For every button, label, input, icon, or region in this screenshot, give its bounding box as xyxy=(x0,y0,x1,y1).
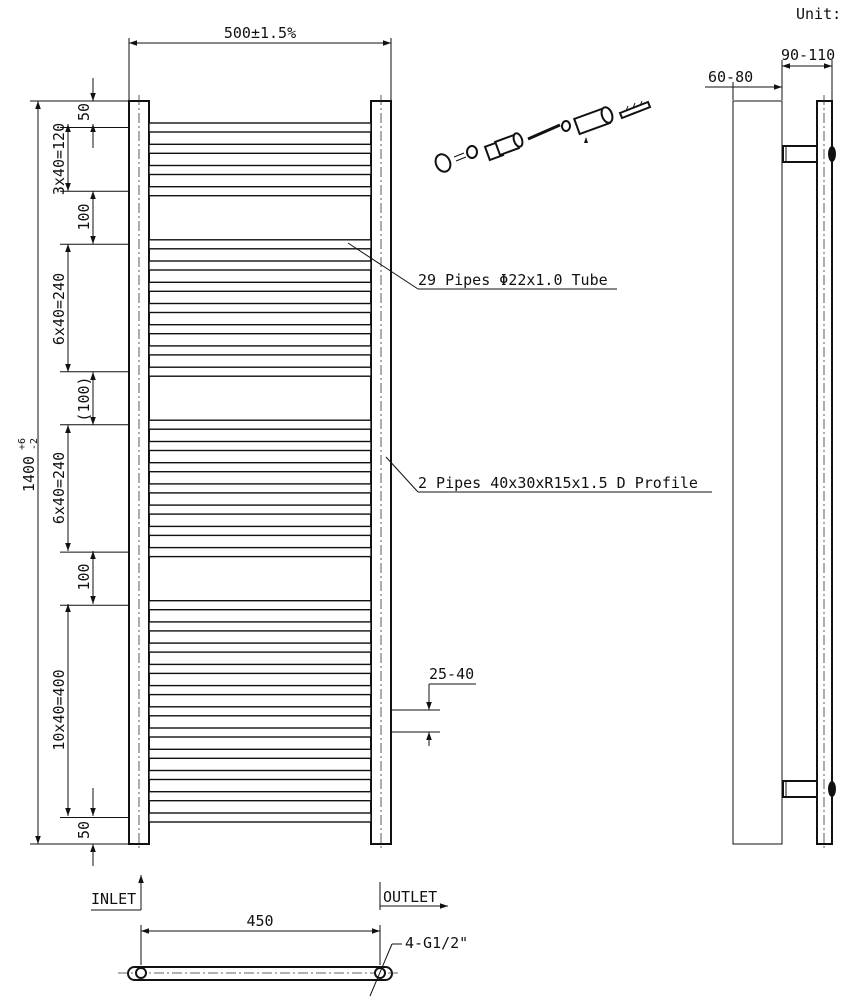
horizontal-tube xyxy=(148,419,372,430)
profile-callout: 2 Pipes 40x30xR15x1.5 D Profile xyxy=(418,474,698,492)
width-dimension: 500±1.5% xyxy=(224,24,296,42)
thread-dimension: 4-G1/2" xyxy=(405,934,468,952)
horizontal-tube xyxy=(148,525,372,537)
front-view: 500±1.5% 1400 +6 -2 50 3x40=120 100 6x40… xyxy=(17,24,712,866)
bottom-bracket xyxy=(782,780,818,798)
connection-spacing-dimension: 450 xyxy=(246,912,273,930)
horizontal-tube xyxy=(148,122,372,133)
group1-dimension: 3x40=120 xyxy=(50,123,68,195)
horizontal-tube xyxy=(148,483,372,494)
horizontal-tube xyxy=(148,345,372,356)
horizontal-tube xyxy=(148,143,372,155)
group2-dimension: 6x40=240 xyxy=(50,273,68,345)
outlet-label: OUTLET xyxy=(383,888,437,906)
top-bracket xyxy=(782,145,818,163)
bottom-view: 450 4-G1/2" xyxy=(118,912,468,997)
bracket-depth-dimension: 90-110 xyxy=(781,46,835,64)
horizontal-tube xyxy=(148,684,372,696)
height-dimension: 1400 xyxy=(20,456,38,492)
bottom-rail xyxy=(127,966,393,981)
group4-dimension: 10x40=400 xyxy=(50,669,68,750)
side-rail xyxy=(816,100,833,845)
horizontal-tube xyxy=(148,164,372,176)
horizontal-tube xyxy=(148,366,372,377)
height-tolerance-upper: +6 xyxy=(17,438,28,450)
pitch-dimension: 25-40 xyxy=(429,665,474,683)
horizontal-tube xyxy=(148,504,372,515)
horizontal-tube xyxy=(148,791,372,802)
horizontal-tube xyxy=(148,727,372,738)
horizontal-tube xyxy=(148,440,372,452)
horizontal-tube xyxy=(148,462,372,473)
tube-callout: 29 Pipes Φ22x1.0 Tube xyxy=(418,271,608,289)
wall-section xyxy=(732,100,783,845)
gap3-dimension: 100 xyxy=(75,563,93,590)
inlet-connection xyxy=(135,967,147,979)
horizontal-tube xyxy=(148,769,372,781)
horizontal-tube xyxy=(148,663,372,675)
gap2-dimension: (100) xyxy=(75,376,93,421)
flow-labels: INLET OUTLET xyxy=(91,875,448,911)
horizontal-tube xyxy=(148,302,372,314)
horizontal-tube xyxy=(148,748,372,759)
horizontal-tube xyxy=(148,621,372,632)
bottom-margin-dimension: 50 xyxy=(75,821,93,839)
horizontal-tube xyxy=(148,281,372,292)
side-view: 90-110 60-80 xyxy=(705,46,836,850)
unit-label: Unit: xyxy=(796,5,841,23)
horizontal-tube xyxy=(148,239,372,250)
wall-offset-dimension: 60-80 xyxy=(708,68,753,86)
horizontal-tube xyxy=(148,546,372,558)
horizontal-tube xyxy=(148,324,372,335)
horizontal-tube xyxy=(148,642,372,653)
horizontal-tube xyxy=(148,812,372,823)
gap1-dimension: 100 xyxy=(75,203,93,230)
height-tolerance-lower: -2 xyxy=(29,438,40,450)
horizontal-tube xyxy=(148,185,372,197)
inlet-label: INLET xyxy=(91,890,136,908)
horizontal-tubes xyxy=(148,122,372,823)
group3-dimension: 6x40=240 xyxy=(50,452,68,524)
horizontal-tube xyxy=(148,260,372,271)
horizontal-tube xyxy=(148,706,372,717)
horizontal-tube xyxy=(148,600,372,611)
top-margin-dimension: 50 xyxy=(75,103,93,121)
mounting-kit-icon xyxy=(434,100,652,173)
